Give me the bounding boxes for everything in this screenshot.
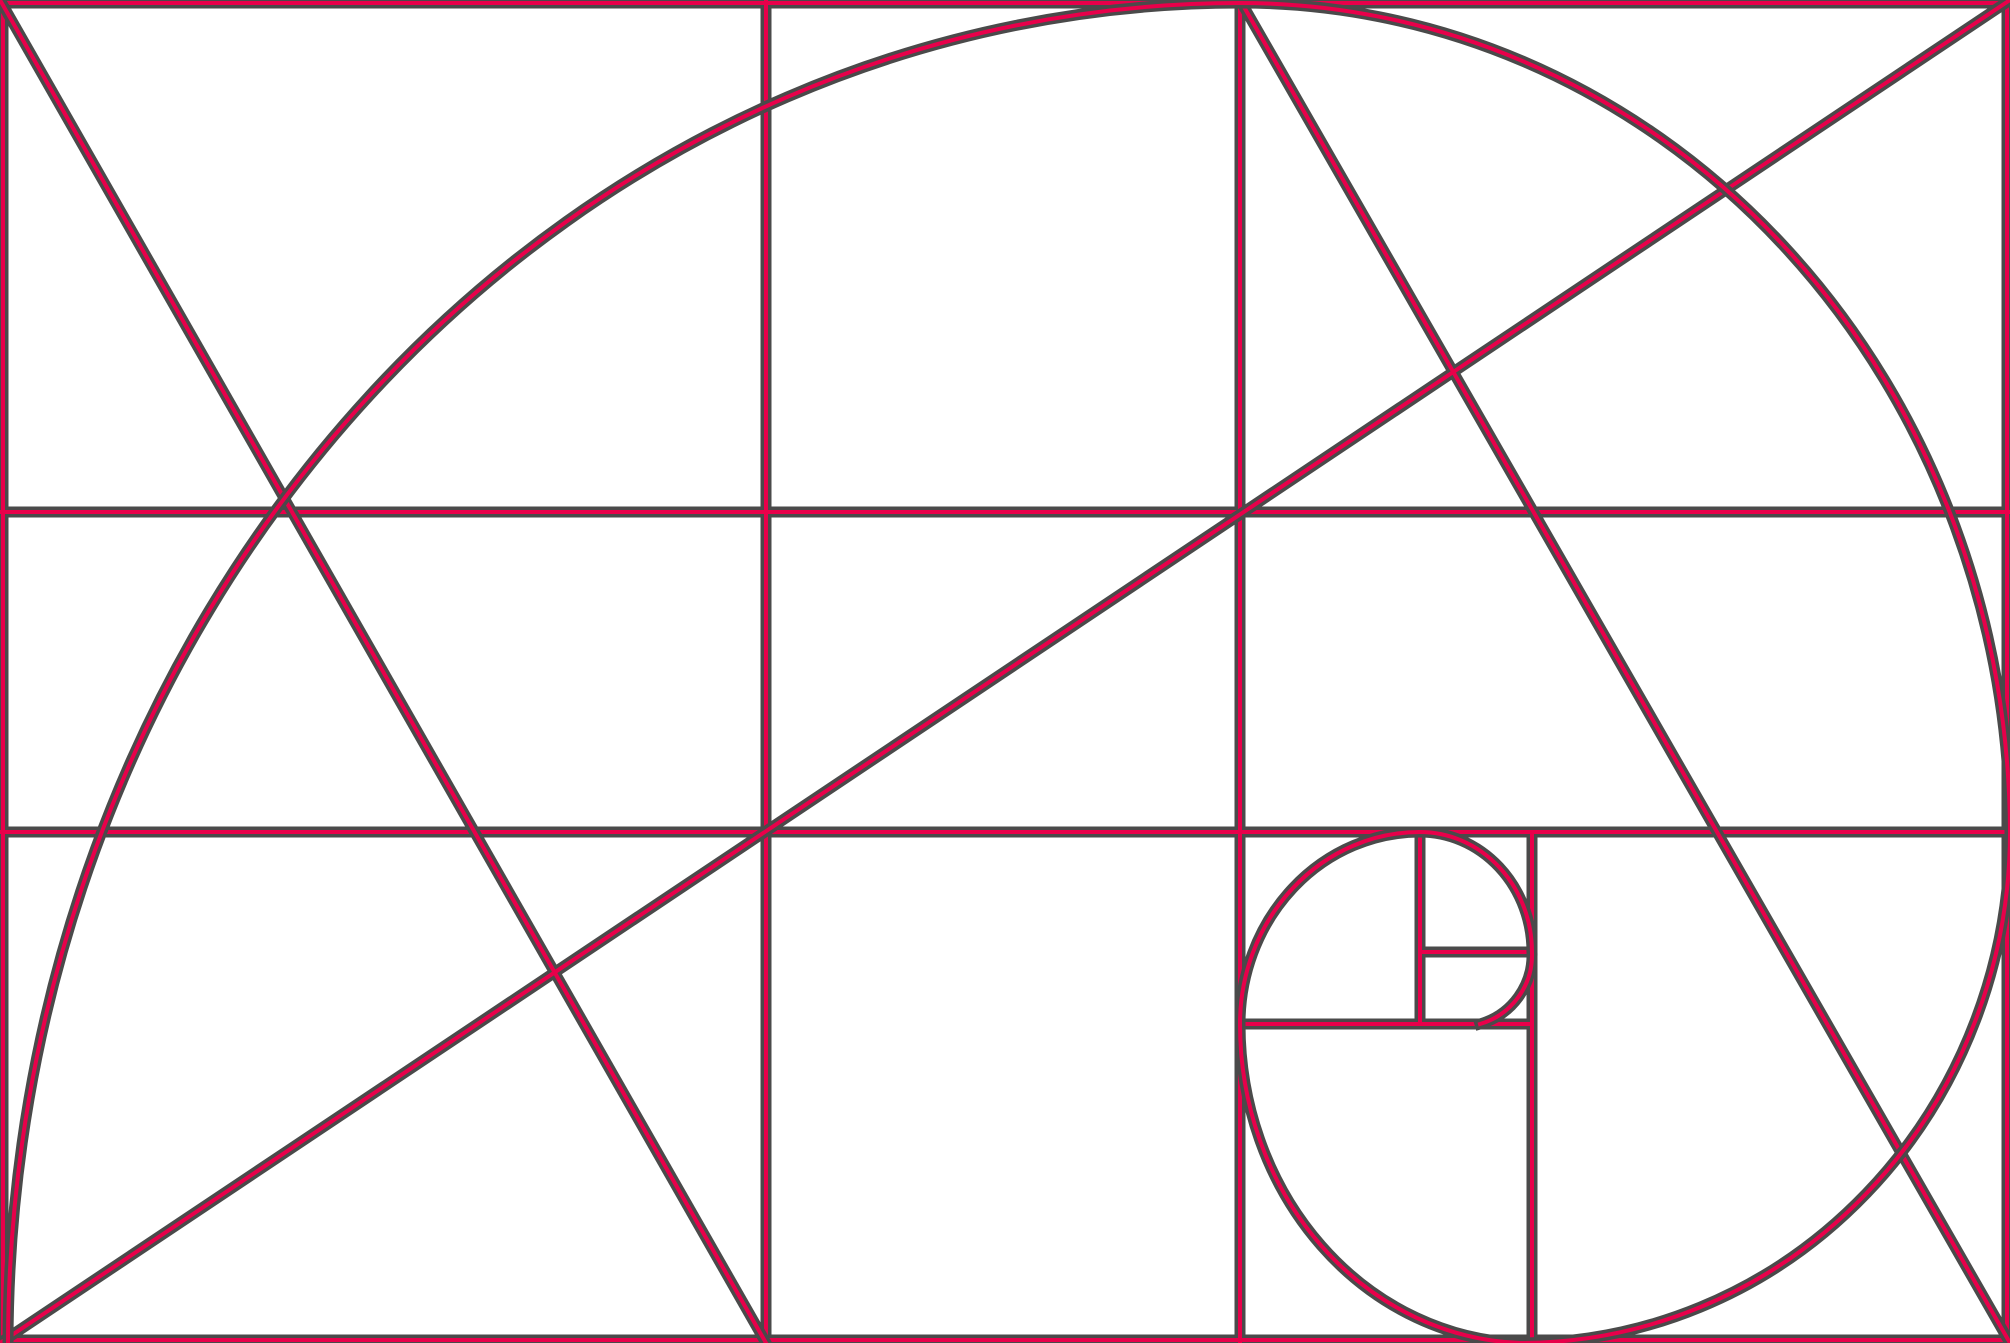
spiral-arc-bottom-right-core	[1517, 829, 2010, 1343]
spiral-arc-inner-top-core	[1417, 829, 1535, 955]
spiral-arc-large-left-core	[5, 0, 1243, 1343]
perpendicular-left-core	[0, 0, 769, 1343]
perpendicular-right-core	[1237, 0, 2010, 1343]
spiral-arc-inner-left-core	[1237, 829, 1423, 1027]
spiral-arc-bottom-mid-core	[1237, 1021, 1523, 1343]
spiral-arc-inner-right-core	[1477, 949, 1535, 1027]
spiral-arc-large-right-core	[1237, 0, 2010, 835]
